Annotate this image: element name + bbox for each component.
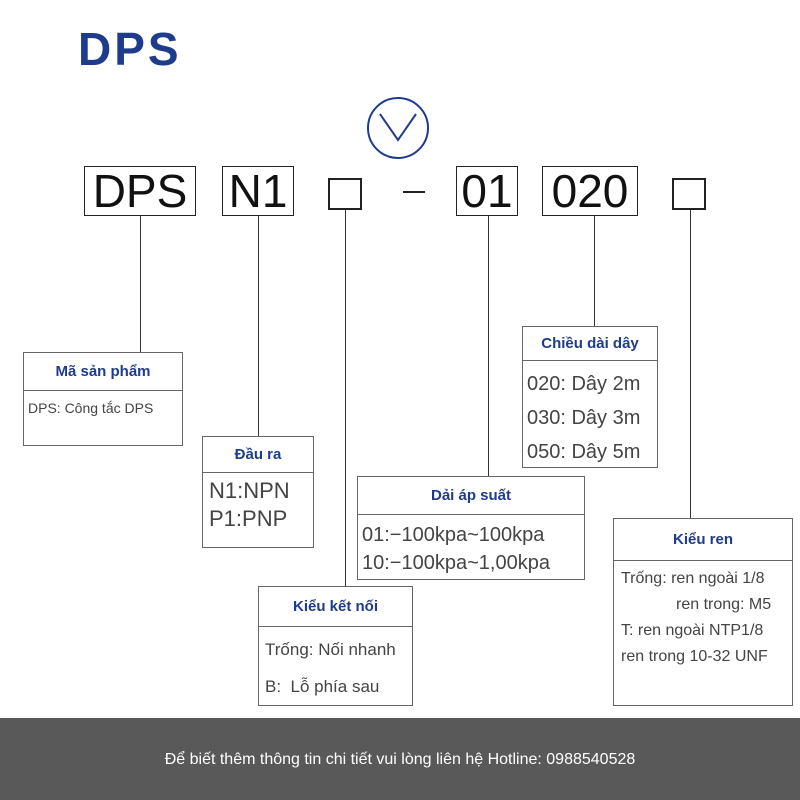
box-thread-title: Kiểu ren	[614, 519, 792, 561]
box-cable-title: Chiều dài dây	[523, 327, 657, 361]
box-product-title: Mã sản phẩm	[24, 353, 182, 391]
connector-output	[258, 216, 259, 436]
check-icon	[367, 97, 429, 159]
box-cable-line: 030: Dây 3m	[527, 407, 641, 429]
box-connection: Kiểu kết nối Trống: Nối nhanh B: Lỗ phía…	[258, 586, 413, 706]
connector-pressure	[488, 216, 489, 476]
box-output: Đầu ra N1:NPN P1:PNP	[202, 436, 314, 548]
connector-thread	[690, 210, 691, 518]
box-pressure-line: 10:−100kpa~1,00kpa	[362, 552, 550, 574]
box-connection-line: Trống: Nối nhanh	[265, 640, 396, 659]
footer-bar: Để biết thêm thông tin chi tiết vui lòng…	[0, 718, 800, 800]
box-output-line: P1:PNP	[209, 506, 288, 531]
box-thread: Kiểu ren Trống: ren ngoài 1/8 ren trong:…	[613, 518, 793, 706]
brand-title: DPS	[78, 23, 182, 75]
box-connection-title: Kiểu kết nối	[259, 587, 412, 627]
code-series: DPS	[84, 166, 196, 216]
box-thread-line: T: ren ngoài NTP1/8	[621, 622, 764, 639]
box-output-title: Đầu ra	[203, 437, 313, 473]
code-separator	[403, 191, 425, 193]
connector-connection	[345, 210, 346, 586]
code-thread-placeholder	[672, 178, 706, 210]
box-output-line: N1:NPN	[209, 478, 290, 503]
box-thread-line: ren trong 10-32 UNF	[621, 648, 768, 665]
code-cable: 020	[542, 166, 638, 216]
code-output: N1	[222, 166, 294, 216]
box-pressure-line: 01:−100kpa~100kpa	[362, 524, 545, 546]
footer-hotline-text: Để biết thêm thông tin chi tiết vui lòng…	[164, 751, 636, 768]
box-cable-line: 020: Dây 2m	[527, 373, 641, 395]
box-cable-line: 050: Dây 5m	[527, 441, 641, 463]
box-thread-line: ren trong: M5	[676, 596, 772, 613]
code-pressure: 01	[456, 166, 518, 216]
connector-series	[140, 216, 141, 352]
box-connection-line: B: Lỗ phía sau	[265, 677, 380, 696]
box-pressure-title: Dải áp suất	[358, 477, 584, 515]
box-pressure: Dải áp suất 01:−100kpa~100kpa 10:−100kpa…	[357, 476, 585, 580]
code-connection-placeholder	[328, 178, 362, 210]
box-product: Mã sản phẩm DPS: Công tắc DPS	[23, 352, 183, 446]
box-product-line: DPS: Công tắc DPS	[28, 400, 154, 416]
box-cable: Chiều dài dây 020: Dây 2m 030: Dây 3m 05…	[522, 326, 658, 468]
connector-cable	[594, 216, 595, 326]
box-thread-line: Trống: ren ngoài 1/8	[621, 570, 765, 587]
